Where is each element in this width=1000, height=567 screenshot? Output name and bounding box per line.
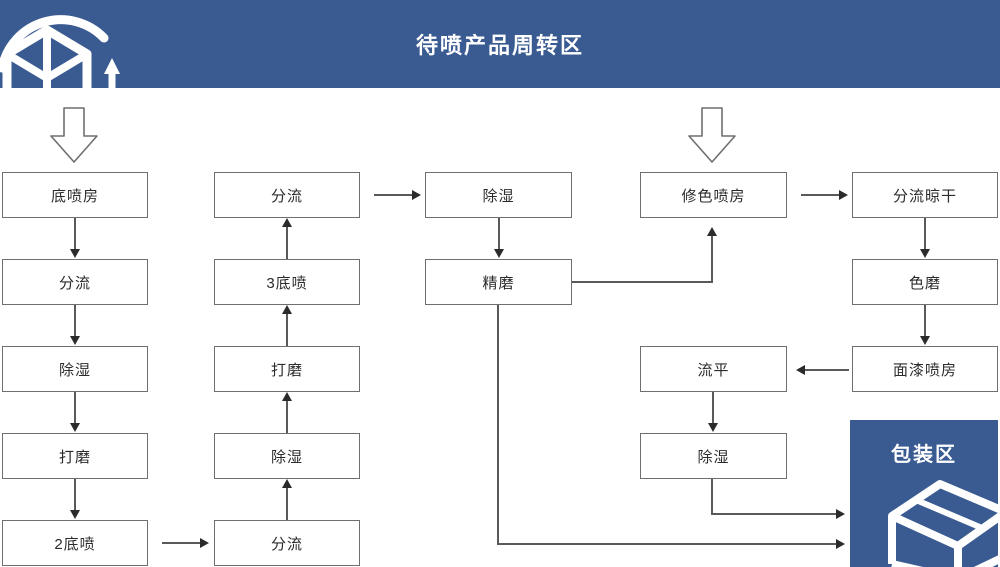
edge-col2-4-5 <box>286 227 288 259</box>
arrowhead-col2-4-5 <box>282 218 292 227</box>
arrowhead-col5-to-col4 <box>796 365 805 375</box>
arrowhead-col1-2-3 <box>70 336 80 345</box>
edge-col4-to-zone-h <box>711 513 840 515</box>
node-col2-4[interactable]: 3底喷 <box>214 259 360 305</box>
header-banner: 待喷产品周转区 <box>0 0 1000 100</box>
arrowhead-col3-1-2 <box>494 249 504 258</box>
edge-col1-to-col2 <box>162 542 202 544</box>
arrowhead-col5-1-2 <box>920 249 930 258</box>
node-col1-5[interactable]: 2底喷 <box>2 520 148 566</box>
node-col1-3[interactable]: 除湿 <box>2 346 148 392</box>
edge-col4-2-3 <box>712 392 714 424</box>
node-col5-3[interactable]: 面漆喷房 <box>852 346 998 392</box>
edge-jingmo-to-xiuse-h <box>572 281 713 283</box>
edge-col5-2-3 <box>924 305 926 337</box>
warehouse-arch-box-icon <box>0 15 120 100</box>
edge-col5-to-col4 <box>801 369 849 371</box>
arrowhead-col1-3-4 <box>70 423 80 432</box>
arrowhead-col4-to-col5 <box>839 190 848 200</box>
page-title: 待喷产品周转区 <box>415 33 584 58</box>
edge-col2-3-4 <box>286 314 288 346</box>
edge-col2-2-3 <box>286 401 288 433</box>
node-col4-3[interactable]: 除湿 <box>640 433 787 479</box>
node-col5-1[interactable]: 分流晾干 <box>852 172 998 218</box>
edge-col2-to-col3 <box>374 194 414 196</box>
node-col3-2[interactable]: 精磨 <box>425 259 572 305</box>
package-box-icon <box>888 480 998 567</box>
arrowhead-col4-to-zone <box>836 509 845 519</box>
entry-block-arrow-right-icon <box>688 107 736 163</box>
edge-col2-1-2 <box>286 488 288 520</box>
edge-col4-to-zone-v <box>711 479 713 514</box>
arrowhead-col2-1-2 <box>282 479 292 488</box>
edge-jingmo-to-zone-v <box>497 305 499 544</box>
entry-block-arrow-left-icon <box>50 107 98 163</box>
node-col3-1[interactable]: 除湿 <box>425 172 572 218</box>
arrowhead-col1-1-2 <box>70 249 80 258</box>
node-col2-3[interactable]: 打磨 <box>214 346 360 392</box>
node-col2-1[interactable]: 分流 <box>214 520 360 566</box>
edge-col1-2-3 <box>74 305 76 337</box>
node-col1-2[interactable]: 分流 <box>2 259 148 305</box>
packaging-zone-label: 包装区 <box>891 444 957 466</box>
edge-col1-3-4 <box>74 392 76 424</box>
arrowhead-col4-2-3 <box>708 423 718 432</box>
node-col5-2[interactable]: 色磨 <box>852 259 998 305</box>
edge-col4-to-col5 <box>801 194 841 196</box>
node-col1-4[interactable]: 打磨 <box>2 433 148 479</box>
edge-col1-1-2 <box>74 218 76 250</box>
node-col2-5[interactable]: 分流 <box>214 172 360 218</box>
arrowhead-col1-to-col2 <box>200 538 209 548</box>
edge-jingmo-to-xiuse-v <box>711 236 713 282</box>
arrowhead-col2-2-3 <box>282 392 292 401</box>
arrowhead-col1-4-5 <box>70 510 80 519</box>
edge-col3-1-2 <box>498 218 500 250</box>
node-col4-2[interactable]: 流平 <box>640 346 787 392</box>
arrowhead-col2-to-col3 <box>412 190 421 200</box>
node-col2-2[interactable]: 除湿 <box>214 433 360 479</box>
arrowhead-jingmo-to-xiuse <box>707 227 717 236</box>
node-col4-1[interactable]: 修色喷房 <box>640 172 787 218</box>
packaging-zone-panel[interactable]: 包装区 <box>850 420 998 567</box>
arrowhead-jingmo-to-zone <box>836 539 845 549</box>
node-col1-1[interactable]: 底喷房 <box>2 172 148 218</box>
arrowhead-col5-2-3 <box>920 336 930 345</box>
arrowhead-col2-3-4 <box>282 305 292 314</box>
edge-jingmo-to-zone-h <box>497 543 840 545</box>
edge-col1-4-5 <box>74 479 76 511</box>
edge-col5-1-2 <box>924 218 926 250</box>
